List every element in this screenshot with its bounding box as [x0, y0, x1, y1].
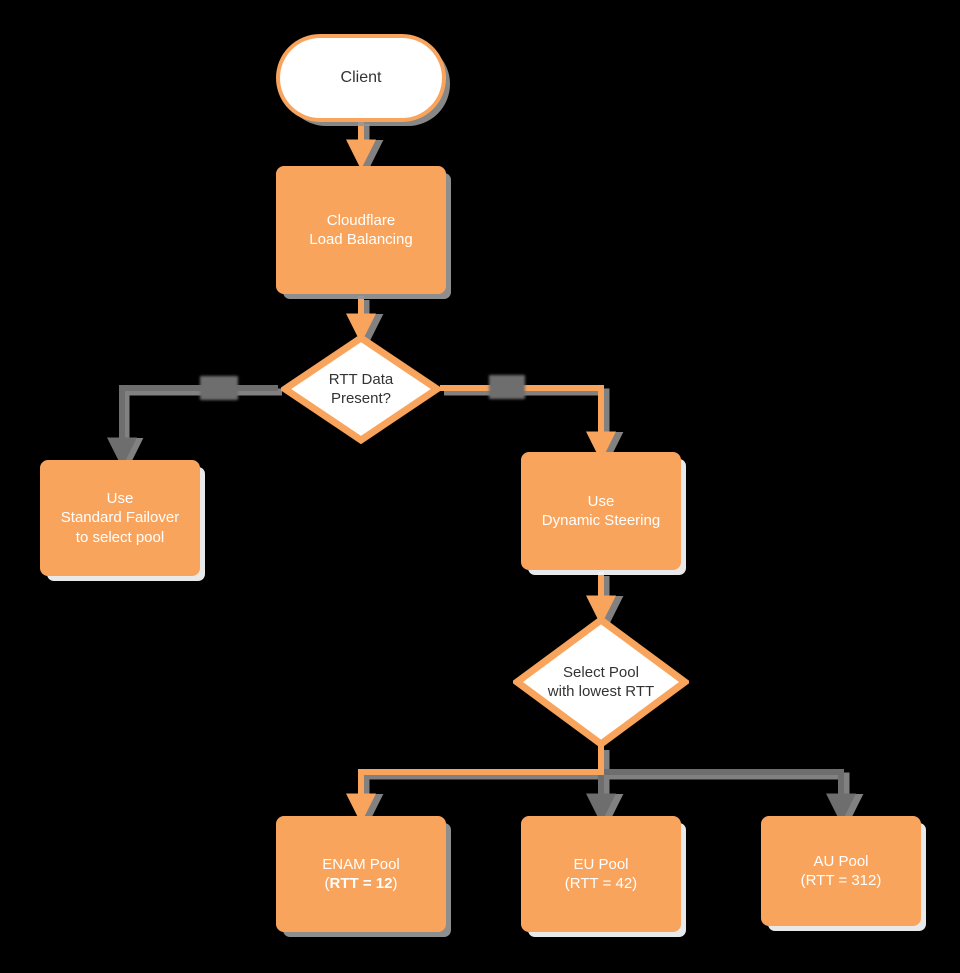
node-dynamic-steering-label: Use Dynamic Steering — [541, 492, 661, 529]
node-select-pool[interactable]: Select Pool with lowest RTT — [513, 616, 689, 748]
node-client-label: Client — [340, 68, 382, 86]
node-eu-pool-label: EU Pool (RTT = 42) — [564, 855, 638, 892]
node-enam-pool-paren-open: ( — [324, 875, 330, 892]
node-enam-pool-rtt: RTT = 12 — [329, 875, 393, 892]
edge-label-rtt-no — [200, 376, 238, 400]
node-load-balancing[interactable]: Cloudflare Load Balancing — [276, 166, 446, 294]
node-eu-pool[interactable]: EU Pool (RTT = 42) — [521, 816, 681, 932]
edge-shadows — [108, 124, 864, 829]
node-client[interactable]: Client — [276, 34, 446, 122]
inactive-edges — [107, 385, 856, 824]
edge-select-to-au — [601, 769, 856, 824]
node-dynamic-steering[interactable]: Use Dynamic Steering — [521, 452, 681, 570]
edge-select-to-enam — [346, 746, 604, 824]
node-enam-pool-label: ENAM Pool (RTT = 12) — [322, 855, 400, 893]
edge-label-rtt-yes — [489, 375, 525, 399]
select-pool-diamond-shape — [513, 616, 689, 748]
node-au-pool[interactable]: AU Pool (RTT = 312) — [761, 816, 921, 926]
node-enam-pool[interactable]: ENAM Pool (RTT = 12) — [276, 816, 446, 932]
node-enam-pool-paren-close: ) — [392, 875, 398, 892]
node-standard-failover[interactable]: Use Standard Failover to select pool — [40, 460, 200, 576]
node-au-pool-label: AU Pool (RTT = 312) — [800, 852, 882, 889]
node-load-balancing-label: Cloudflare Load Balancing — [309, 211, 413, 248]
node-standard-failover-label: Use Standard Failover to select pool — [60, 490, 180, 546]
rtt-diamond-shape — [281, 334, 441, 444]
node-rtt-data-present[interactable]: RTT Data Present? — [281, 334, 441, 444]
node-enam-pool-line1: ENAM Pool — [322, 855, 400, 873]
